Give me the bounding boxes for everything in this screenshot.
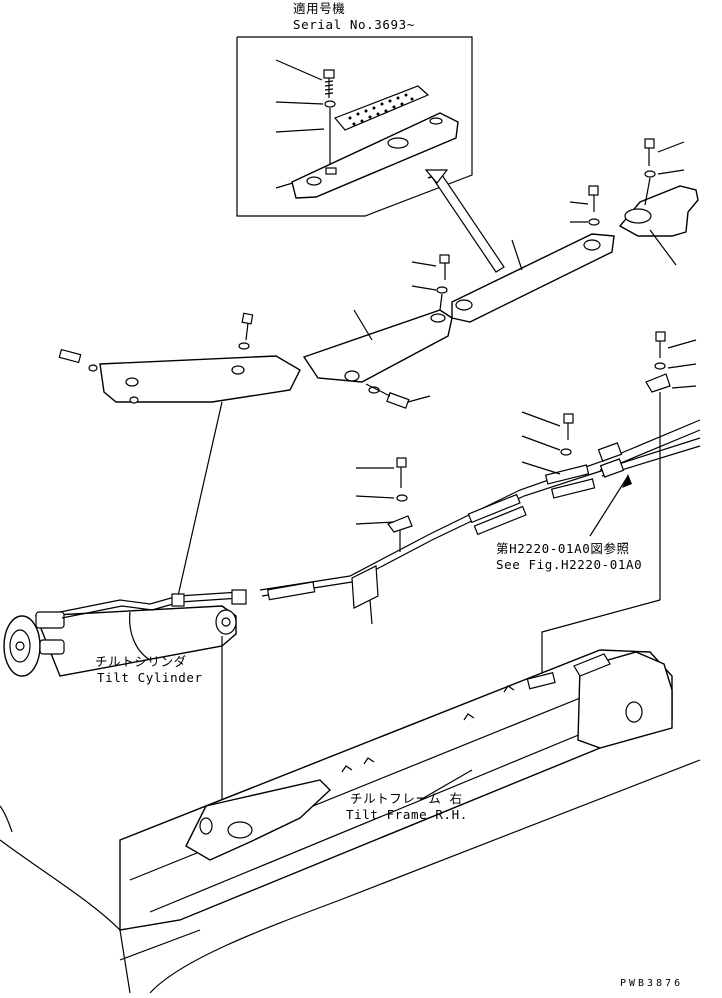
inset-title-en: Serial No.3693~ bbox=[293, 17, 415, 32]
tilt-cylinder-label-jp: チルトシリンダ bbox=[95, 654, 187, 669]
tilt-frame-label-en: Tilt Frame R.H. bbox=[346, 807, 468, 822]
tilt-cylinder bbox=[3, 589, 247, 810]
hoses bbox=[259, 331, 701, 676]
tilt-cylinder-label-en: Tilt Cylinder bbox=[97, 670, 203, 685]
tilt-frame bbox=[119, 649, 673, 931]
inset-box bbox=[236, 36, 473, 217]
drawing-code: PWB3876 bbox=[620, 978, 684, 989]
reference-label-jp: 第H2220-01A0図参照 bbox=[496, 541, 630, 556]
inset-title-jp: 適用号機 bbox=[293, 1, 346, 16]
chassis-outline bbox=[0, 759, 701, 994]
inset-arrow bbox=[424, 169, 505, 273]
reference-label-en: See Fig.H2220-01A0 bbox=[496, 557, 643, 572]
leader-line bbox=[177, 401, 223, 597]
tilt-frame-label-jp: チルトフレーム 右 bbox=[350, 791, 463, 806]
plate-holes bbox=[348, 93, 414, 126]
upper-covers bbox=[58, 138, 699, 409]
